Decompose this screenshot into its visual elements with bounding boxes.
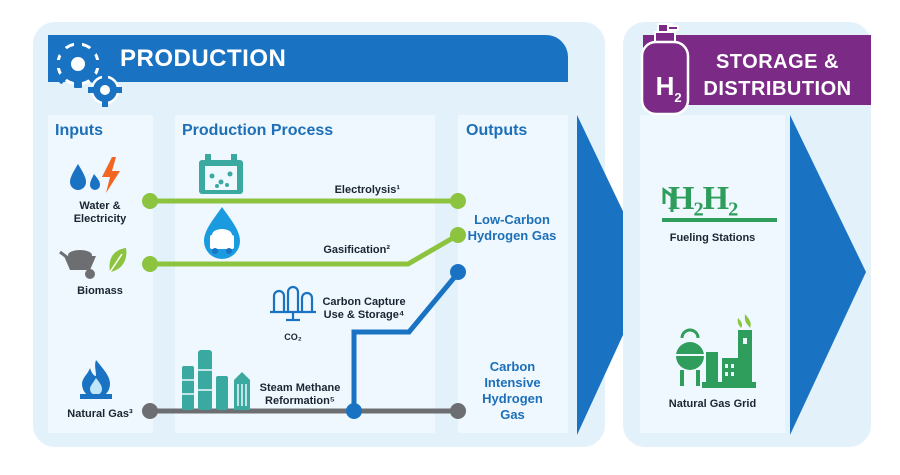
leaf-icon — [109, 248, 127, 273]
ccus-tanks-icon — [270, 285, 316, 322]
lightning-icon — [102, 157, 120, 193]
inputs-title: Inputs — [55, 122, 103, 139]
ccus-end-node — [450, 264, 466, 280]
svg-text:H: H — [656, 71, 675, 101]
outputs-column — [458, 115, 568, 433]
low-carbon-hydrogen-label: Low-Carbon Hydrogen Gas — [467, 212, 557, 243]
ccus-line — [351, 271, 460, 411]
svg-text:2: 2 — [674, 90, 681, 105]
h2-underline — [662, 218, 777, 222]
h2-symbol: H₂H₂ — [668, 180, 738, 217]
fueling-stations-label: Fueling Stations — [669, 232, 756, 244]
electrolysis-end-node — [450, 193, 466, 209]
water-electricity-label: Water & Electricity — [73, 200, 127, 225]
water-drops-icon — [70, 164, 100, 190]
natural-gas-label: Natural Gas³ — [67, 408, 133, 420]
outputs-title: Outputs — [466, 122, 528, 139]
gears-icon — [54, 40, 122, 107]
storage-title: STORAGE & DISTRIBUTION — [703, 51, 852, 100]
h2-canister-icon: H 2 — [640, 23, 690, 116]
process-title: Production Process — [182, 122, 334, 139]
natural-gas-grid-label: Natural Gas Grid — [668, 398, 757, 410]
gasification-label: Gasification² — [323, 244, 390, 256]
wheelbarrow-icon — [59, 250, 96, 279]
gasification-start-node — [142, 256, 158, 272]
gasification-line — [150, 232, 460, 267]
fuel-nozzle-icon — [662, 187, 674, 212]
production-title: PRODUCTION — [120, 45, 287, 72]
gasifier-icon — [204, 207, 240, 259]
smr-end-node — [450, 403, 466, 419]
electrolyzer-icon — [199, 154, 243, 194]
gas-flame-icon — [80, 360, 112, 399]
smr-label: Steam Methane Reformation⁵ — [259, 382, 341, 407]
gasification-end-node — [450, 227, 466, 243]
electrolysis-label: Electrolysis¹ — [334, 184, 400, 196]
production-header-bar — [48, 35, 568, 82]
gas-plant-icon — [676, 314, 756, 388]
co2-label: CO₂ — [284, 332, 302, 342]
electrolysis-start-node — [142, 193, 158, 209]
smr-start-node — [142, 403, 158, 419]
biomass-label: Biomass — [77, 285, 123, 297]
ccus-label: Carbon Capture Use & Storage⁴ — [322, 296, 406, 321]
carbon-intensive-hydrogen-label: Carbon Intensive Hydrogen Gas — [482, 359, 543, 422]
smr-plant-icon — [182, 350, 250, 410]
ccus-start-node — [346, 403, 362, 419]
